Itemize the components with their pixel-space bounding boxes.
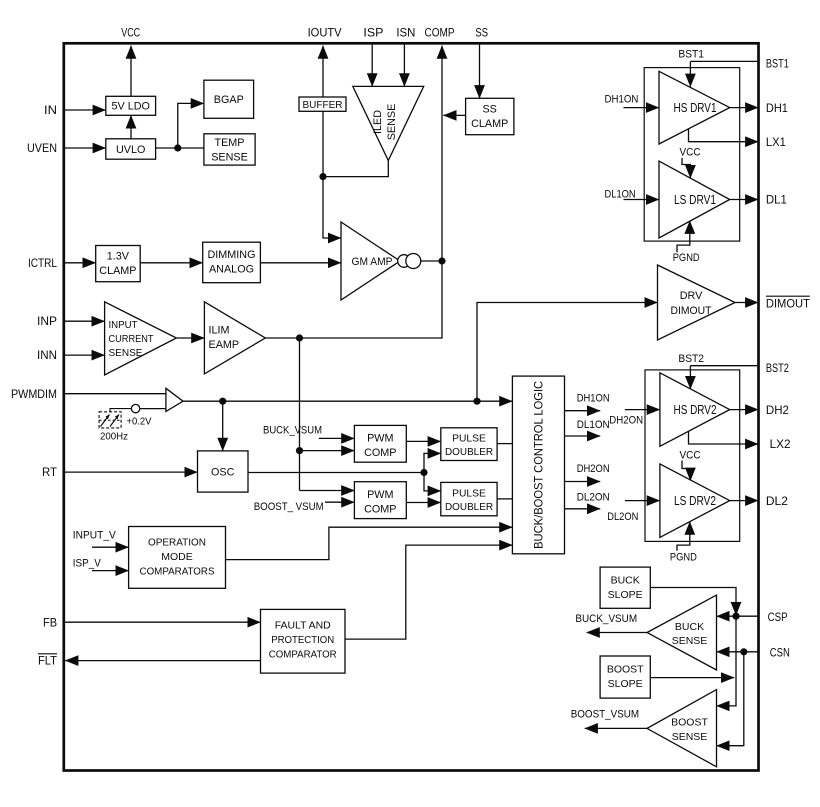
- svg-text:BUCK: BUCK: [675, 621, 704, 633]
- svg-text:INPUT: INPUT: [109, 320, 139, 331]
- svg-text:DH2ON: DH2ON: [577, 463, 610, 475]
- svg-text:DL1ON: DL1ON: [605, 189, 636, 201]
- svg-text:DRV: DRV: [680, 290, 703, 302]
- svg-text:DH2ON: DH2ON: [609, 415, 643, 427]
- svg-text:SLOPE: SLOPE: [608, 589, 643, 601]
- svg-text:IOUTV: IOUTV: [308, 26, 342, 40]
- svg-text:HS DRV2: HS DRV2: [674, 403, 717, 417]
- svg-text:ISP_V: ISP_V: [73, 558, 102, 570]
- svg-text:COMP: COMP: [425, 26, 455, 40]
- svg-text:BOOST_VSUM: BOOST_VSUM: [571, 708, 639, 720]
- svg-text:SENSE: SENSE: [109, 348, 143, 359]
- svg-text:RT: RT: [42, 465, 57, 479]
- svg-text:BUCK_VSUM: BUCK_VSUM: [263, 425, 322, 437]
- svg-text:BOOST_ VSUM: BOOST_ VSUM: [254, 501, 324, 513]
- svg-text:VCC: VCC: [680, 449, 701, 461]
- svg-text:BGAP: BGAP: [214, 94, 244, 106]
- svg-text:PULSE: PULSE: [452, 489, 486, 500]
- svg-text:SENSE: SENSE: [211, 151, 248, 163]
- svg-text:VCC: VCC: [680, 147, 701, 159]
- svg-text:COMP: COMP: [364, 503, 396, 515]
- svg-text:5V LDO: 5V LDO: [111, 101, 149, 113]
- svg-text:BST2: BST2: [766, 361, 789, 375]
- svg-text:INN: INN: [37, 348, 57, 362]
- svg-text:EAMP: EAMP: [209, 339, 240, 351]
- svg-text:1.3V: 1.3V: [107, 250, 130, 262]
- svg-text:PGND: PGND: [673, 252, 700, 264]
- svg-text:PWM: PWM: [367, 489, 393, 501]
- svg-text:FAULT AND: FAULT AND: [275, 619, 331, 631]
- svg-text:BUCK_VSUM: BUCK_VSUM: [575, 613, 637, 625]
- svg-text:PGND: PGND: [670, 552, 697, 564]
- svg-text:VCC: VCC: [121, 26, 140, 40]
- svg-text:+0.2V: +0.2V: [127, 417, 152, 428]
- svg-text:DH1ON: DH1ON: [605, 94, 639, 106]
- svg-text:FB: FB: [43, 615, 57, 629]
- svg-text:DL1: DL1: [766, 193, 787, 207]
- svg-text:PWMDIM: PWMDIM: [11, 387, 57, 401]
- svg-text:PWM: PWM: [367, 433, 393, 445]
- svg-text:LX1: LX1: [766, 135, 786, 149]
- svg-text:GM AMP: GM AMP: [352, 256, 393, 268]
- svg-text:DIMOUT: DIMOUT: [671, 305, 712, 317]
- svg-text:ISP: ISP: [363, 26, 383, 40]
- svg-text:DOUBLER: DOUBLER: [445, 447, 493, 458]
- svg-text:DL1ON: DL1ON: [577, 419, 610, 431]
- svg-text:UVLO: UVLO: [116, 144, 145, 156]
- svg-text:IN: IN: [44, 103, 57, 117]
- svg-text:ICTRL: ICTRL: [28, 256, 57, 270]
- svg-text:BUCK: BUCK: [611, 574, 640, 586]
- svg-text:HS DRV1: HS DRV1: [674, 101, 717, 115]
- svg-text:ILIM: ILIM: [209, 324, 230, 336]
- svg-text:FLT: FLT: [38, 654, 57, 668]
- svg-text:CLAMP: CLAMP: [99, 265, 136, 277]
- svg-text:OSC: OSC: [211, 466, 235, 478]
- svg-text:SS: SS: [475, 26, 488, 40]
- svg-text:CURRENT: CURRENT: [109, 334, 155, 345]
- svg-text:BST1: BST1: [678, 48, 704, 60]
- svg-text:DIMMING: DIMMING: [208, 249, 256, 261]
- svg-text:CSN: CSN: [770, 645, 790, 659]
- svg-text:LS DRV2: LS DRV2: [674, 494, 716, 508]
- svg-text:SS: SS: [482, 104, 496, 116]
- svg-text:BOOST: BOOST: [607, 664, 644, 676]
- svg-text:DL2ON: DL2ON: [607, 511, 638, 523]
- svg-text:ILED: ILED: [372, 110, 384, 134]
- svg-text:SENSE: SENSE: [386, 104, 398, 141]
- svg-text:LS DRV1: LS DRV1: [674, 193, 716, 207]
- svg-text:INPUT_V: INPUT_V: [73, 529, 117, 541]
- svg-text:DOUBLER: DOUBLER: [445, 502, 493, 513]
- svg-text:CLAMP: CLAMP: [471, 118, 508, 130]
- svg-text:DH1ON: DH1ON: [577, 392, 610, 404]
- svg-text:TEMP: TEMP: [215, 137, 245, 149]
- svg-text:CSP: CSP: [768, 610, 788, 624]
- svg-text:INP: INP: [37, 314, 57, 328]
- svg-text:PROTECTION: PROTECTION: [271, 634, 334, 646]
- svg-text:ISN: ISN: [396, 26, 415, 40]
- svg-text:DH1: DH1: [766, 101, 788, 115]
- svg-text:SENSE: SENSE: [672, 635, 708, 647]
- svg-text:COMPARATORS: COMPARATORS: [140, 565, 215, 577]
- svg-text:200Hz: 200Hz: [100, 432, 128, 443]
- svg-text:DIMOUT: DIMOUT: [766, 296, 810, 310]
- svg-text:DL2: DL2: [766, 494, 788, 508]
- svg-text:BST1: BST1: [766, 56, 789, 70]
- svg-text:OPERATION: OPERATION: [148, 537, 206, 549]
- svg-text:PULSE: PULSE: [452, 433, 486, 444]
- svg-text:UVEN: UVEN: [27, 141, 57, 155]
- svg-text:BST2: BST2: [678, 353, 704, 365]
- svg-text:DL2ON: DL2ON: [577, 491, 610, 503]
- svg-text:SLOPE: SLOPE: [608, 678, 643, 690]
- svg-text:COMPARATOR: COMPARATOR: [269, 648, 337, 660]
- svg-text:ANALOG: ANALOG: [209, 264, 254, 276]
- svg-text:BOOST: BOOST: [671, 717, 708, 729]
- svg-text:DH2: DH2: [766, 403, 789, 417]
- svg-text:MODE: MODE: [161, 551, 193, 563]
- svg-text:SENSE: SENSE: [672, 731, 708, 743]
- svg-text:BUCK/BOOST CONTROL LOGIC: BUCK/BOOST CONTROL LOGIC: [532, 381, 546, 549]
- svg-text:LX2: LX2: [770, 437, 791, 451]
- svg-text:COMP: COMP: [364, 447, 396, 459]
- svg-text:BUFFER: BUFFER: [303, 100, 343, 111]
